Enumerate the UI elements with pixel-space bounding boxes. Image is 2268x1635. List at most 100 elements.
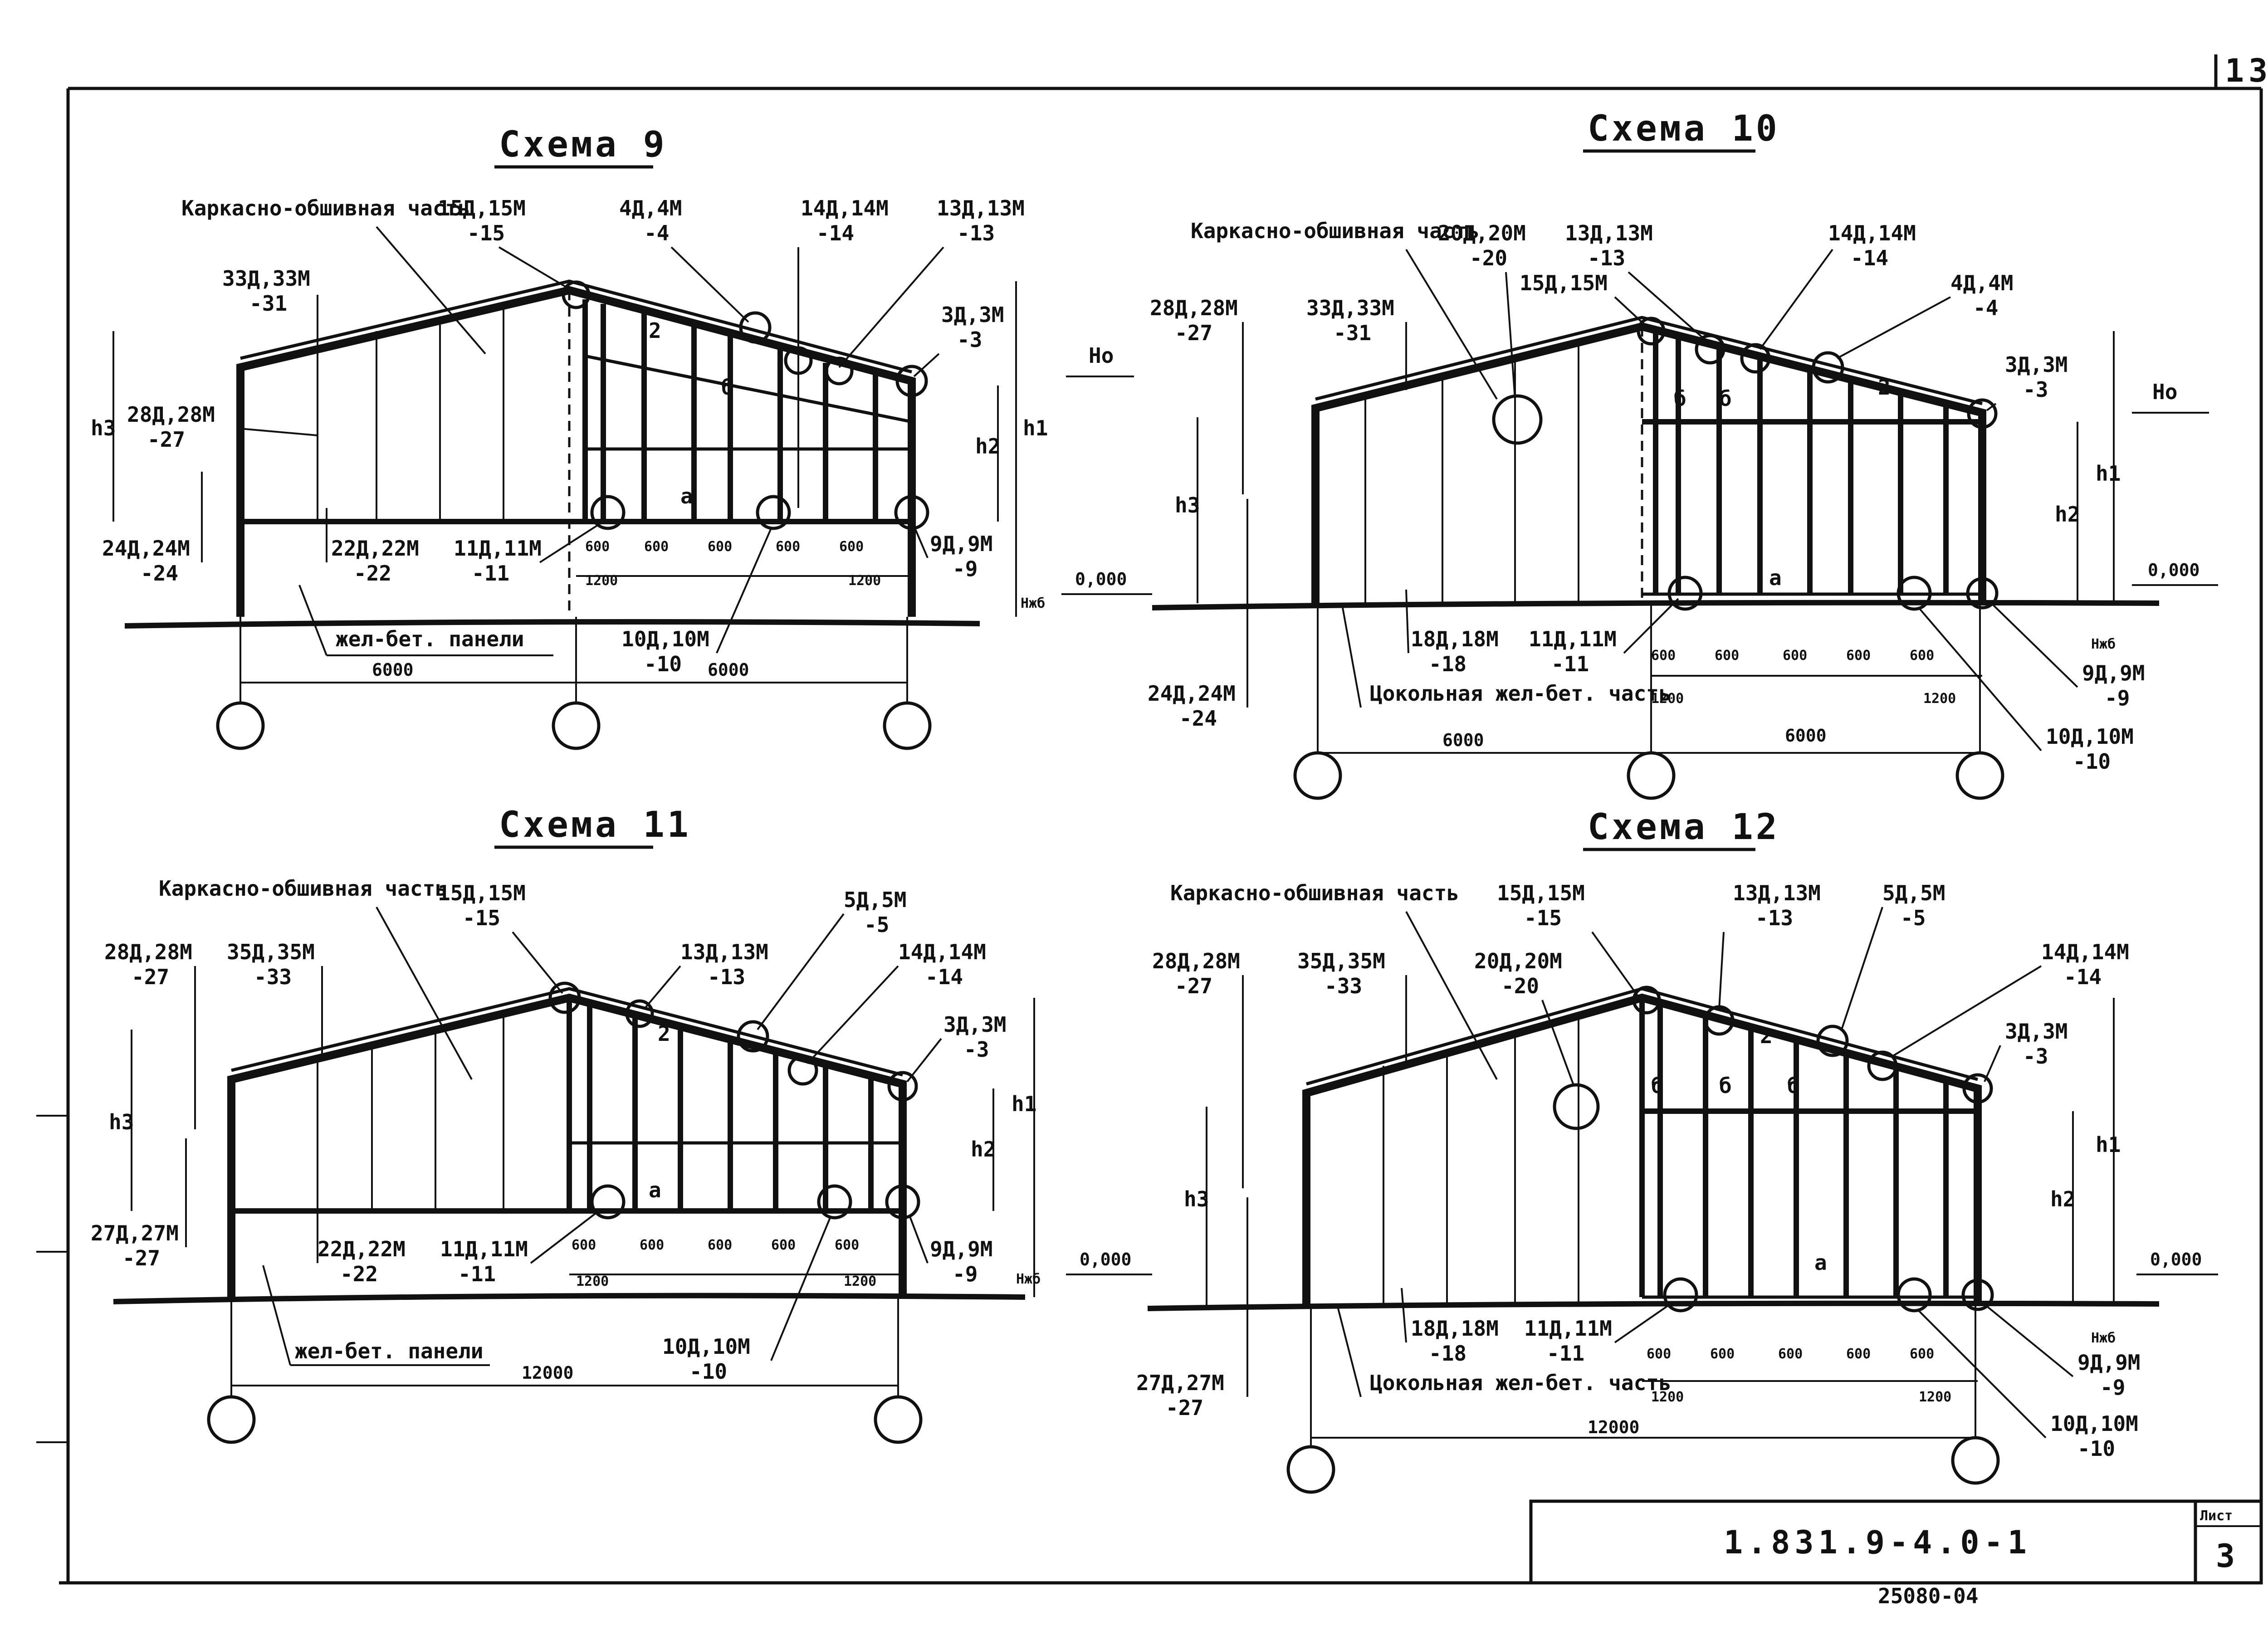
dim-label: 600 — [1715, 648, 1739, 664]
dim-label: 600 — [1846, 1346, 1871, 1362]
callout-label: -3 — [964, 1037, 989, 1062]
detail-circle — [1637, 317, 1666, 346]
callout-label: -27 — [1166, 1396, 1203, 1420]
dim-label: h1 — [1012, 1092, 1036, 1116]
detail-circle — [895, 365, 928, 397]
callout-label: -33 — [1325, 974, 1362, 998]
dim-label: 1200 — [1923, 691, 1956, 707]
dim-label: h2 — [971, 1137, 996, 1162]
dim-label: 600 — [835, 1237, 859, 1253]
callout-label: 27Д,27М — [1136, 1371, 1224, 1395]
dim-label: 600 — [572, 1237, 596, 1253]
scheme-9: Схема 9 — [91, 124, 1152, 750]
detail-circle — [590, 495, 626, 530]
callout-label: 18Д,18М — [1411, 1316, 1499, 1341]
callout-label: 15Д,15М — [1497, 881, 1585, 905]
callout-label: -22 — [354, 561, 391, 586]
zone-label: б — [1719, 386, 1732, 411]
callout-label: 22Д,22М — [331, 536, 419, 561]
frame-part-label: Каркасно-обшивная часть — [159, 876, 448, 901]
callout-label: 13Д,13М — [937, 196, 1025, 220]
callout-label: -15 — [463, 906, 500, 930]
callout-label: -13 — [708, 965, 745, 989]
callout-label: 15Д,15М — [438, 881, 526, 905]
callout-label: -9 — [2100, 1375, 2125, 1400]
callout-label: -13 — [1588, 246, 1625, 270]
callout-label: -27 — [122, 1246, 160, 1270]
dim-label: h3 — [91, 416, 116, 440]
callout-label: 9Д,9М — [2082, 661, 2145, 685]
callout-label: 9Д,9М — [930, 532, 992, 556]
span-dimension: 6000 — [708, 660, 749, 680]
detail-circle — [590, 1184, 626, 1220]
axis-marker — [1951, 1436, 2000, 1485]
callout-label: 10Д,10М — [2050, 1411, 2138, 1436]
zone-label: б — [721, 375, 734, 400]
span-dimension: 6000 — [1442, 730, 1484, 750]
callout-label: 3Д,3М — [943, 1012, 1006, 1037]
callout-label: -11 — [458, 1262, 496, 1286]
axis-marker — [552, 701, 601, 750]
callout-label: 14Д,14М — [898, 940, 986, 964]
callout-label: -27 — [147, 427, 185, 452]
callout-label: 4Д,4М — [619, 196, 682, 220]
zone-label: б — [1651, 1074, 1664, 1098]
callout-label: 14Д,14М — [1828, 221, 1916, 245]
callout-label: -10 — [644, 652, 682, 676]
axis-marker — [1955, 751, 2004, 800]
callout-label: -31 — [249, 291, 287, 316]
axis-marker — [1293, 751, 1342, 800]
dim-label: h3 — [1184, 1187, 1209, 1211]
dim-label: h2 — [2050, 1187, 2075, 1211]
axis-marker — [216, 701, 265, 750]
dim-label: 600 — [776, 539, 800, 555]
callout-label: 28Д,28М — [127, 402, 215, 427]
callout-label: -27 — [1175, 321, 1212, 345]
detail-circle — [562, 280, 591, 309]
callout-label: 20Д,20М — [1474, 949, 1562, 973]
callout-label: 11Д,11М — [454, 536, 542, 561]
zone-label: 2 — [1760, 1024, 1773, 1048]
plinth-label: Цокольная жел-бет. часть — [1370, 681, 1672, 706]
callout-label: -9 — [2105, 686, 2130, 710]
callout-label: 10Д,10М — [662, 1334, 750, 1359]
frame-part-label: Каркасно-обшивная часть — [181, 196, 470, 220]
level-label: Нo — [1089, 343, 1114, 368]
document-code: 1.831.9-4.0-1 — [1724, 1524, 2031, 1561]
callout-label: 15Д,15М — [1520, 271, 1608, 295]
span-dimension: 6000 — [372, 660, 414, 680]
callout-label: -11 — [472, 561, 509, 586]
axis-marker — [1627, 751, 1676, 800]
callout-label: -10 — [689, 1359, 727, 1384]
callout-label: -4 — [644, 221, 669, 245]
callout-label: -20 — [1501, 974, 1539, 998]
callout-label: -33 — [254, 965, 292, 989]
dim-label: h2 — [975, 434, 1000, 459]
level-label: 0,000 — [1075, 569, 1127, 589]
frame-part-label: Каркасно-обшивная часть — [1170, 881, 1459, 905]
callout-label: 3Д,3М — [2005, 1019, 2068, 1044]
callout-label: -9 — [953, 1262, 978, 1286]
span-dimension: 12000 — [522, 1363, 573, 1383]
callout-label: -11 — [1547, 1341, 1584, 1366]
callout-label: -9 — [953, 556, 978, 581]
detail-circle — [1632, 986, 1661, 1015]
callout-label: 28Д,28М — [104, 940, 192, 964]
detail-circle — [1553, 1083, 1600, 1130]
dim-label: Hжб — [1016, 1271, 1041, 1287]
detail-circle — [1740, 343, 1771, 374]
detail-circle — [1897, 576, 1932, 611]
callout-label: 14Д,14М — [2041, 940, 2129, 964]
title-block — [1529, 1499, 2263, 1585]
level-label: 0,000 — [2150, 1249, 2202, 1269]
zone-label: б — [1719, 1074, 1732, 1098]
callout-label: -10 — [2073, 749, 2111, 774]
callout-label: 35Д,35М — [1297, 949, 1385, 973]
callout-label: -14 — [925, 965, 963, 989]
callout-label: -22 — [340, 1262, 378, 1286]
dim-label: 600 — [1783, 648, 1807, 664]
detail-circle — [787, 1055, 818, 1086]
detail-circle — [1695, 334, 1725, 365]
